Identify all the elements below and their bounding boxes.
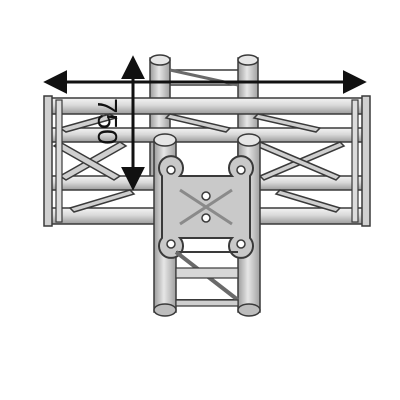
- front-tower: [153, 133, 261, 317]
- dimension-arrows: 750: [43, 55, 367, 191]
- dimension-label: 750: [92, 98, 123, 145]
